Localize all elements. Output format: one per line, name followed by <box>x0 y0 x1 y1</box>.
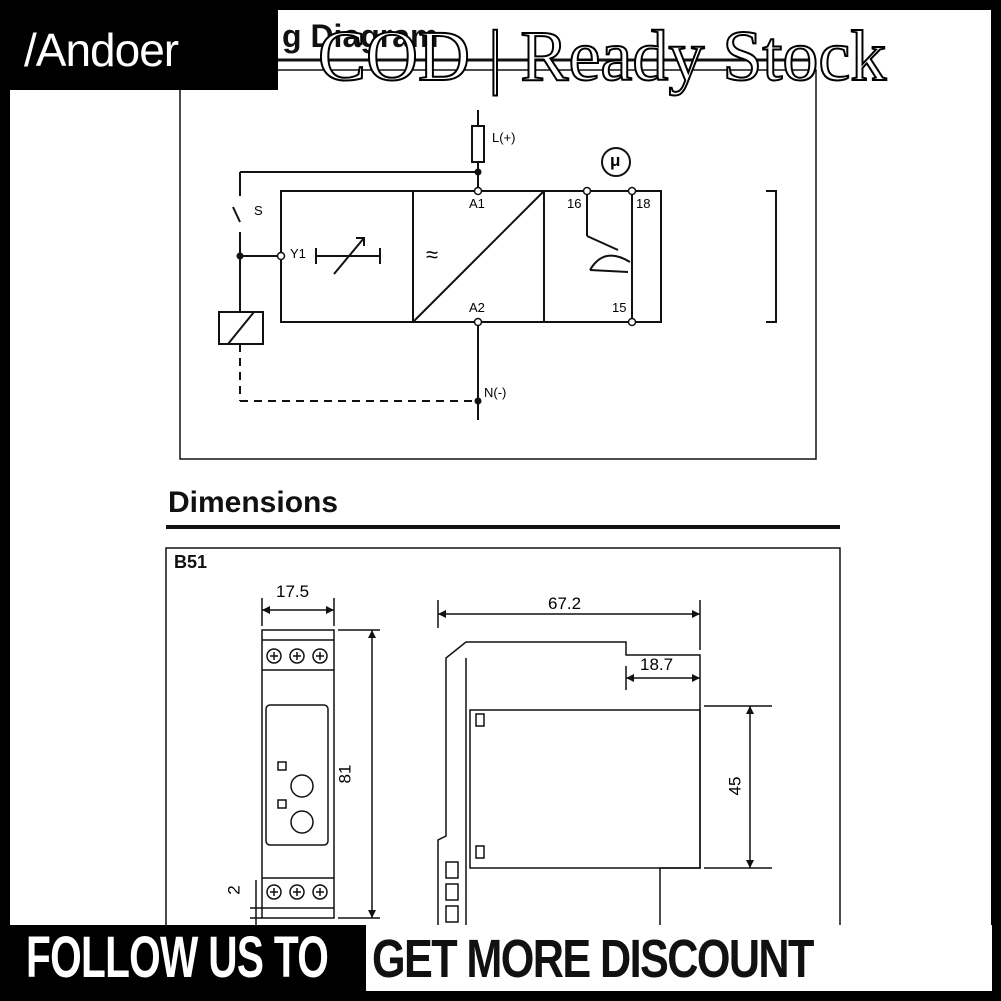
label-18: 18 <box>636 196 651 211</box>
andoer-logo: /Andoer <box>10 10 278 90</box>
side-view <box>437 600 772 926</box>
wiring-frame <box>179 69 817 460</box>
cod-ready-stock-banner: COD | Ready Stock <box>317 15 887 97</box>
mu-icon: μ <box>610 151 621 170</box>
dim-step: 18.7 <box>640 655 674 674</box>
label-a1: A1 <box>469 196 485 211</box>
load-coil-icon <box>218 256 478 402</box>
output-contact-icon <box>586 147 633 322</box>
dimensions-heading: Dimensions <box>168 486 339 519</box>
dim-front: 45 <box>725 776 745 796</box>
label-a2: A2 <box>469 300 485 315</box>
model-label: B51 <box>174 552 208 572</box>
dim-width: 17.5 <box>276 582 310 601</box>
supply-terminal-l <box>232 110 485 420</box>
front-view <box>250 598 380 935</box>
label-n: N(-) <box>484 385 507 400</box>
label-y1: Y1 <box>290 246 306 261</box>
discount-text: GET MORE DISCOUNT <box>372 929 814 989</box>
dim-gap: 2 <box>224 885 244 895</box>
dimension-arrows <box>262 606 754 918</box>
dimensions-frame <box>165 547 841 929</box>
promo-footer: FOLLOW US TO GET MORE DISCOUNT <box>10 925 992 991</box>
dim-height: 81 <box>335 764 355 784</box>
wiring-heading: g Diagram <box>282 18 439 54</box>
label-l: L(+) <box>492 130 516 145</box>
potentiometer-icon <box>315 237 381 275</box>
discount-panel: GET MORE DISCOUNT <box>366 925 992 991</box>
follow-us-text: FOLLOW US TO <box>26 925 329 990</box>
product-image <box>10 10 991 991</box>
label-s: S <box>254 203 263 218</box>
dim-depth: 67.2 <box>548 594 582 613</box>
approx-icon: ≈ <box>426 242 439 267</box>
label-16: 16 <box>567 196 582 211</box>
label-15: 15 <box>612 300 627 315</box>
